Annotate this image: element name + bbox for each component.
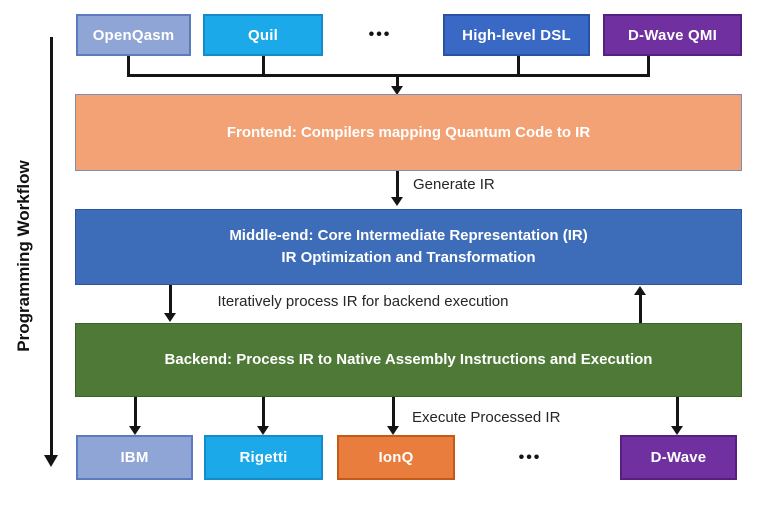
- programming-workflow-label: Programming Workflow: [14, 160, 33, 352]
- connector-stub-dwaveqmi: [647, 56, 650, 77]
- execute-arrow-line-ionq: [392, 397, 395, 426]
- execute-arrowhead-ibm-icon: [129, 426, 141, 435]
- node-dwave-qmi: D-Wave QMI: [603, 14, 742, 56]
- connector-stub-dsl: [517, 56, 520, 77]
- connector-bus-line: [127, 74, 650, 77]
- stage-backend: Backend: Process IR to Native Assembly I…: [75, 323, 742, 397]
- top-ellipsis: •••: [368, 26, 392, 43]
- node-rigetti: Rigetti: [204, 435, 323, 480]
- node-high-level-dsl: High-level DSL: [443, 14, 590, 56]
- middle-end-line1: Middle-end: Core Intermediate Representa…: [229, 227, 588, 245]
- arrow-into-frontend-icon: [391, 86, 403, 95]
- execute-arrow-line-dwave: [676, 397, 679, 426]
- execute-arrowhead-ionq-icon: [387, 426, 399, 435]
- iterative-down-arrowhead-icon: [164, 313, 176, 322]
- iterative-up-arrowhead-icon: [634, 286, 646, 295]
- node-quil: Quil: [203, 14, 323, 56]
- execute-arrowhead-dwave-icon: [671, 426, 683, 435]
- workflow-arrow-down-icon: [44, 455, 58, 467]
- stage-frontend: Frontend: Compilers mapping Quantum Code…: [75, 94, 742, 171]
- connector-stub-openqasm: [127, 56, 130, 77]
- middle-end-line2: IR Optimization and Transformation: [281, 249, 536, 266]
- iterative-up-arrow-line: [639, 294, 642, 323]
- generate-ir-arrowhead-icon: [391, 197, 403, 206]
- connector-stub-quil: [262, 56, 265, 77]
- connector-center-line: [396, 74, 399, 88]
- generate-ir-arrow-line: [396, 171, 399, 199]
- execute-arrow-line-ibm: [134, 397, 137, 426]
- execute-processed-ir-label: Execute Processed IR: [412, 409, 561, 426]
- iterative-process-label: Iteratively process IR for backend execu…: [217, 293, 509, 310]
- iterative-down-arrow-line: [169, 285, 172, 314]
- execute-arrow-line-rigetti: [262, 397, 265, 426]
- node-openqasm: OpenQasm: [76, 14, 191, 56]
- workflow-arrow-line: [50, 37, 53, 457]
- bottom-ellipsis: •••: [518, 448, 542, 466]
- node-dwave: D-Wave: [620, 435, 737, 480]
- generate-ir-label: Generate IR: [413, 176, 495, 193]
- stage-middle-end: Middle-end: Core Intermediate Representa…: [75, 209, 742, 285]
- execute-arrowhead-rigetti-icon: [257, 426, 269, 435]
- node-ionq: IonQ: [337, 435, 455, 480]
- node-ibm: IBM: [76, 435, 193, 480]
